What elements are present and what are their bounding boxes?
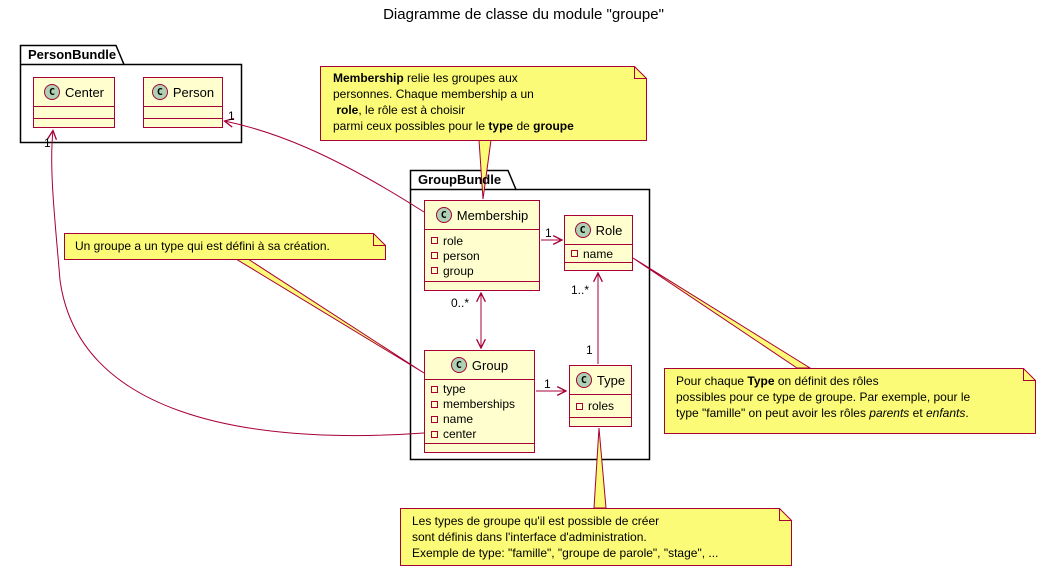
note-membership: Membership relie les groupes aux personn… [333,70,574,134]
class-person-methods [144,119,222,127]
field-row: person [425,248,539,263]
class-role-fields: name [565,244,632,263]
note-line: role, le rôle est à choisir [336,103,466,117]
note-group-creation: Un groupe a un type qui est défini à sa … [75,238,330,254]
field-label: name [583,246,614,261]
note-line: Les types de groupe qu'il est possible d… [412,514,660,528]
note-line: possibles pour ce type de groupe. Par ex… [676,390,971,404]
class-icon: C [43,84,60,100]
class-center-header: C Center [34,78,114,106]
class-group-methods [425,444,534,452]
field-visibility-icon [431,252,438,259]
class-person-fields [144,106,222,119]
class-person-header: C Person [144,78,222,106]
class-name: Membership [456,207,529,223]
class-group-header: C Group [425,351,534,379]
class-group: C Group type memberships name center [424,350,535,453]
class-person: C Person [143,77,223,128]
note-line: sont définis dans l'interface d'administ… [412,530,647,544]
class-center: C Center [33,77,115,128]
class-membership-methods [425,282,539,290]
class-role-header: C Role [565,216,632,244]
note-line: Exemple de type: "famille", "groupe de p… [412,546,719,560]
note-group-creation-shape [64,233,386,260]
class-name: Type [596,372,626,388]
field-label: memberships [443,397,516,411]
class-name: Role [595,222,623,238]
note-line: Pour chaque Type on définit des rôles [676,374,879,388]
field-label: center [443,427,477,441]
class-icon: C [435,207,452,223]
multiplicity-role-end-type: 1..* [571,283,590,297]
multiplicity-type-end-group: 1 [544,377,551,391]
field-label: roles [588,399,615,413]
class-group-fields: type memberships name center [425,379,534,444]
note-line: type "famille" on peut avoir les rôles p… [676,406,969,420]
class-role-methods [565,263,632,271]
field-visibility-icon [571,250,578,257]
note-type: Les types de groupe qu'il est possible d… [412,513,718,561]
class-type: C Type roles [569,365,632,427]
class-icon: C [151,84,168,100]
multiplicity-center-end: 1 [44,136,51,150]
field-row: roles [570,399,631,414]
class-type-header: C Type [570,366,631,394]
class-membership-fields: role person group [425,229,539,282]
field-visibility-icon [431,237,438,244]
note-line: parmi ceux possibles pour le type de gro… [333,119,574,133]
note-connector-group-creation [234,258,425,374]
class-name: Group [471,357,509,373]
field-label: name [443,412,474,426]
class-type-methods [570,418,631,426]
field-row: group [425,263,539,278]
field-visibility-icon [431,267,438,274]
field-visibility-icon [576,402,583,410]
note-type-shape [400,508,792,566]
class-icon: C [575,372,592,388]
multiplicity-role-end-membership: 1 [545,226,552,240]
class-type-fields: roles [570,394,631,418]
note-membership-shape [320,66,647,141]
field-row: memberships [425,397,534,412]
field-visibility-icon [431,430,438,438]
class-name: Person [172,84,215,100]
multiplicity-person-end: 1 [228,109,235,123]
class-name: Center [64,84,105,100]
diagram-title: Diagramme de classe du module "groupe" [383,6,664,23]
field-row: role [425,233,539,248]
class-center-fields [34,106,114,119]
note-line: Un groupe a un type qui est défini à sa … [75,239,330,253]
field-label: group [443,263,474,278]
package-person-bundle-name: PersonBundle [28,47,117,62]
field-visibility-icon [431,385,438,393]
class-center-methods [34,119,114,127]
field-label: person [443,248,480,263]
class-membership: C Membership role person group [424,200,540,291]
multiplicity-type-end-role: 1 [586,343,593,357]
field-row: name [565,246,632,261]
package-group-bundle-name: GroupBundle [418,172,502,187]
field-visibility-icon [431,415,438,423]
note-connector-role [632,257,812,369]
field-label: role [443,233,464,248]
class-icon: C [450,357,467,373]
multiplicity-group-membership: 0..* [451,296,470,310]
class-membership-header: C Membership [425,201,539,229]
edge-membership-to-person [225,121,425,213]
class-role: C Role name [564,215,633,271]
note-role: Pour chaque Type on définit des rôles po… [676,373,970,421]
field-row: name [425,412,534,427]
field-row: type [425,382,534,397]
note-line: Membership relie les groupes aux [333,71,518,85]
edge-group-to-center [52,131,425,437]
note-role-shape [664,368,1036,434]
field-row: center [425,427,534,442]
field-visibility-icon [431,400,438,408]
field-label: type [443,382,466,396]
class-icon: C [574,222,591,238]
note-line: personnes. Chaque membership a un [333,87,534,101]
